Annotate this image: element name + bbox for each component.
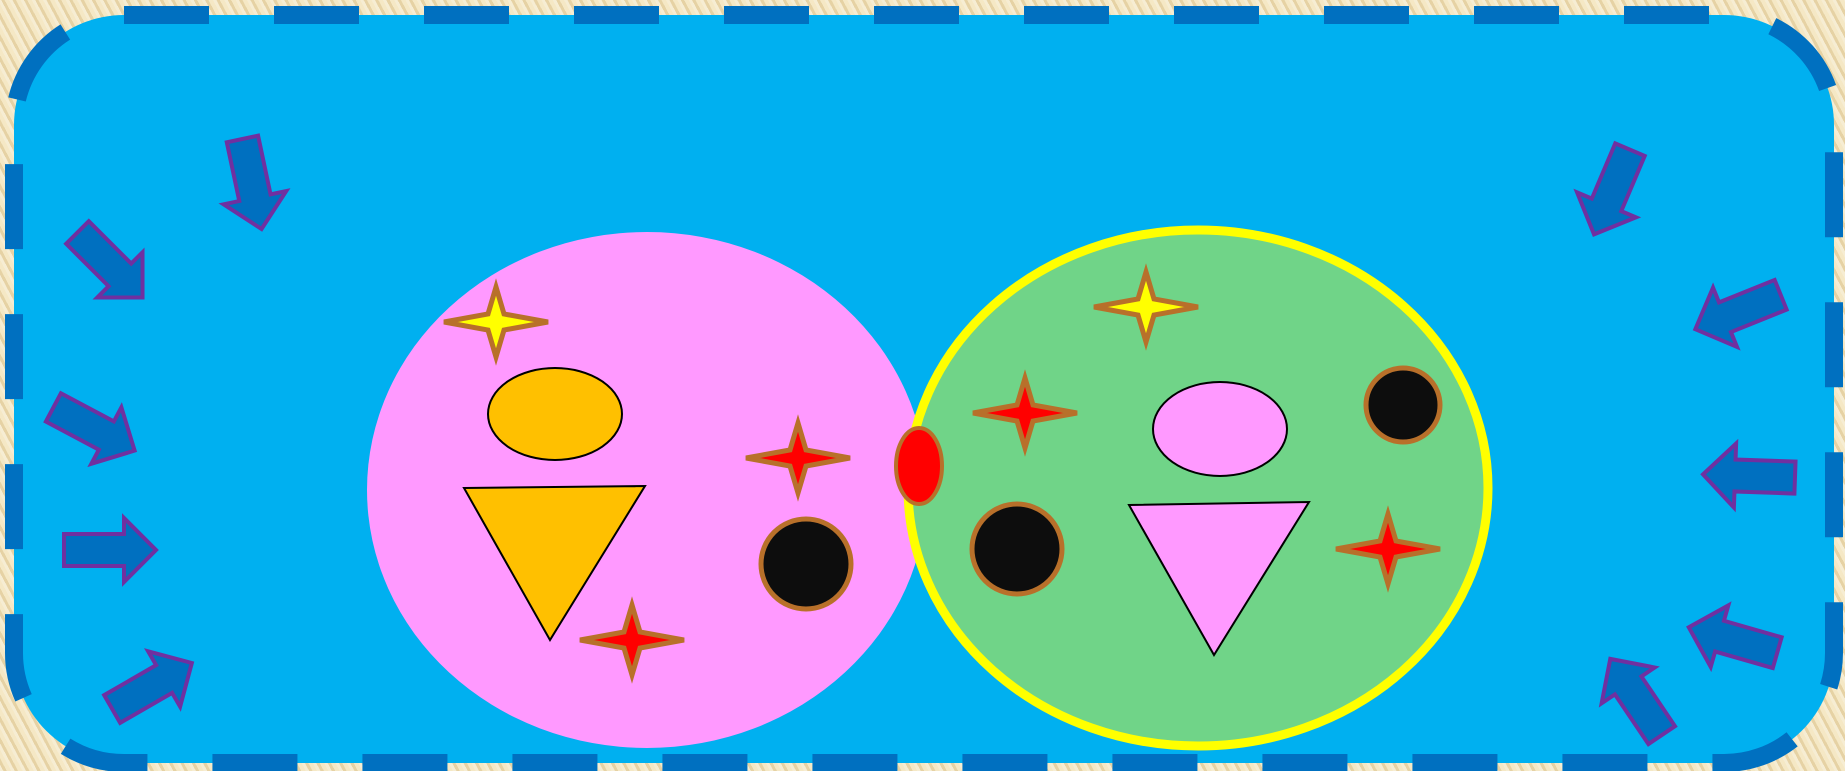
junction-red-oval xyxy=(896,428,942,504)
left-black-circle xyxy=(761,519,851,609)
right-black-circle-top xyxy=(1366,368,1440,442)
left-pink-cell xyxy=(367,232,927,748)
left-yellow-oval xyxy=(488,368,622,460)
panel-background xyxy=(14,15,1834,763)
right-pink-oval xyxy=(1153,382,1287,476)
right-black-circle-left xyxy=(972,504,1062,594)
